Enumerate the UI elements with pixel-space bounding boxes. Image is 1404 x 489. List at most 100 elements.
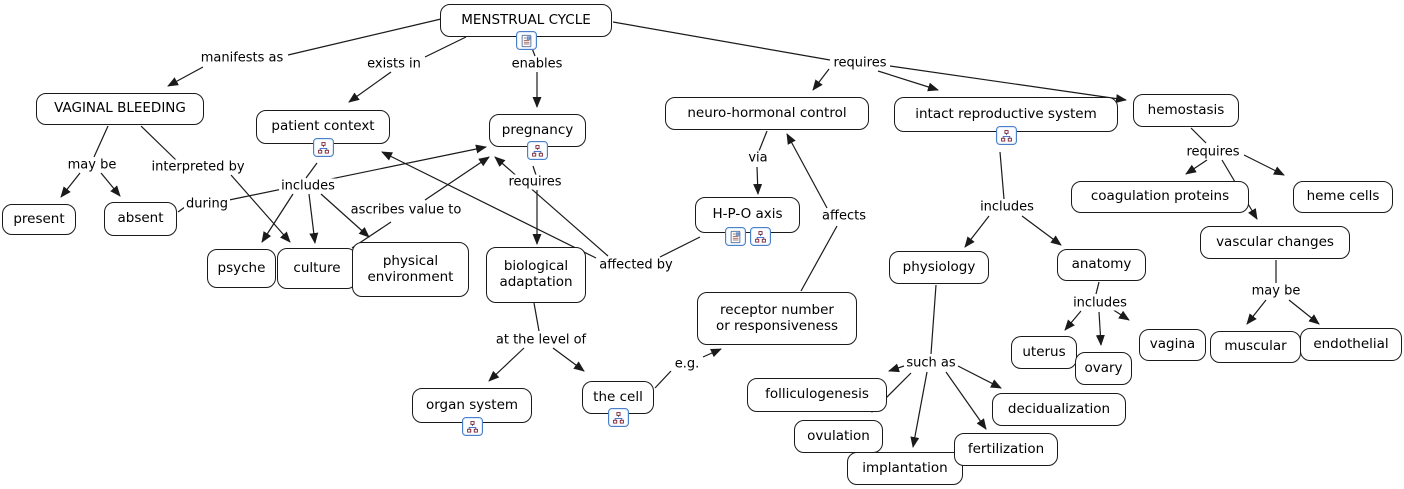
linking-phrase-affects[interactable]: affects bbox=[820, 208, 868, 224]
connector-segment bbox=[957, 365, 1002, 389]
linking-phrase-includes-context[interactable]: includes bbox=[279, 178, 337, 194]
connector-segment bbox=[488, 347, 525, 382]
connector-segment bbox=[812, 68, 830, 91]
linking-phrase-ascribes-value-to[interactable]: ascribes value to bbox=[348, 202, 464, 218]
sub-concept-map-icon[interactable] bbox=[527, 141, 548, 160]
node-implantation[interactable]: implantation bbox=[847, 452, 963, 485]
node-receptor-number-or-responsiveness[interactable]: receptor number or responsiveness bbox=[697, 292, 857, 345]
linking-phrase-such-as[interactable]: such as bbox=[904, 355, 958, 371]
connector-segment bbox=[1111, 308, 1130, 321]
sub-concept-map-icon[interactable] bbox=[461, 417, 483, 436]
node-label: pregnancy bbox=[501, 121, 574, 138]
node-label: vagina bbox=[1149, 336, 1196, 353]
node-hemostasis[interactable]: hemostasis bbox=[1133, 94, 1239, 127]
sub-concept-map-icon[interactable] bbox=[607, 408, 629, 427]
linking-phrase-includes-intact[interactable]: includes bbox=[978, 199, 1036, 215]
connector-segment bbox=[167, 66, 204, 87]
node-physiology[interactable]: physiology bbox=[889, 251, 989, 284]
connector-segment bbox=[230, 174, 291, 243]
connector-segment bbox=[93, 125, 109, 158]
node-pregnancy[interactable]: pregnancy bbox=[489, 114, 586, 147]
linking-phrase-eg[interactable]: e.g. bbox=[672, 356, 702, 372]
sub-concept-map-icon[interactable] bbox=[312, 138, 334, 157]
linking-phrase-requires-top[interactable]: requires bbox=[831, 55, 889, 71]
node-absent[interactable]: absent bbox=[104, 202, 177, 236]
node-heme-cells[interactable]: heme cells bbox=[1293, 181, 1393, 213]
node-muscular[interactable]: muscular bbox=[1210, 331, 1301, 363]
node-decidualization[interactable]: decidualization bbox=[992, 393, 1126, 426]
node-label: absent bbox=[117, 210, 164, 227]
resource-document-icon[interactable] bbox=[515, 31, 537, 50]
node-label: vascular changes bbox=[1216, 233, 1334, 250]
node-hpo-axis[interactable]: H-P-O axis bbox=[695, 197, 800, 233]
node-label: the cell bbox=[593, 388, 643, 405]
node-present[interactable]: present bbox=[2, 204, 76, 235]
connector-segment bbox=[140, 125, 177, 161]
connector-segment bbox=[348, 71, 392, 103]
node-label: decidualization bbox=[1007, 400, 1111, 417]
node-label: coagulation proteins bbox=[1090, 188, 1230, 205]
sub-concept-map-icon[interactable] bbox=[749, 227, 771, 246]
connector-segment bbox=[1190, 127, 1207, 144]
node-label: ovulation bbox=[807, 427, 870, 444]
node-psyche[interactable]: psyche bbox=[207, 249, 276, 288]
node-ovulation[interactable]: ovulation bbox=[794, 420, 883, 453]
node-vagina[interactable]: vagina bbox=[1139, 329, 1206, 361]
node-label: anatomy bbox=[1071, 256, 1132, 273]
node-label: physiology bbox=[902, 258, 976, 275]
node-fertilization[interactable]: fertilization bbox=[954, 433, 1058, 466]
node-label: VAGINAL BLEEDING bbox=[54, 100, 186, 117]
node-label: MENSTRUAL CYCLE bbox=[461, 11, 591, 28]
node-neuro-hormonal-control[interactable]: neuro-hormonal control bbox=[665, 97, 869, 130]
node-menstrual-cycle[interactable]: MENSTRUAL CYCLE bbox=[440, 4, 612, 37]
connector-segment bbox=[552, 347, 585, 372]
connector-segment bbox=[1064, 310, 1082, 331]
linking-phrase-affected-by[interactable]: affected by bbox=[597, 257, 675, 273]
connector-segment bbox=[654, 370, 672, 389]
node-folliculogenesis[interactable]: folliculogenesis bbox=[747, 378, 887, 412]
connector-segment bbox=[930, 284, 937, 355]
linking-phrase-via[interactable]: via bbox=[746, 150, 770, 166]
node-anatomy[interactable]: anatomy bbox=[1057, 249, 1146, 281]
node-vaginal-bleeding[interactable]: VAGINAL BLEEDING bbox=[36, 93, 204, 125]
node-label: culture bbox=[293, 259, 341, 276]
linking-phrase-requires-pregnancy[interactable]: requires bbox=[506, 174, 564, 190]
linking-phrase-includes-anatomy[interactable]: includes bbox=[1071, 295, 1129, 311]
node-label: muscular bbox=[1224, 338, 1287, 355]
node-uterus[interactable]: uterus bbox=[1011, 336, 1077, 369]
linking-phrase-exists-in[interactable]: exists in bbox=[365, 56, 423, 72]
linking-phrase-during[interactable]: during bbox=[184, 196, 230, 212]
node-endothelial[interactable]: endothelial bbox=[1300, 328, 1402, 361]
resource-document-icon[interactable] bbox=[724, 227, 746, 246]
connector-segment bbox=[1095, 281, 1100, 295]
node-culture[interactable]: culture bbox=[277, 248, 357, 289]
connector-segment bbox=[964, 215, 990, 248]
node-label: fertilization bbox=[967, 440, 1045, 457]
connector-segment bbox=[424, 156, 490, 201]
linking-phrase-may-be-vascular[interactable]: may be bbox=[1249, 283, 1303, 299]
connector-segment bbox=[305, 162, 318, 179]
sub-concept-map-icon[interactable] bbox=[995, 126, 1017, 145]
connector-segment bbox=[532, 165, 537, 176]
linking-phrase-at-the-level-of[interactable]: at the level of bbox=[493, 332, 589, 348]
node-biological-adaptation[interactable]: biological adaptation bbox=[486, 247, 586, 303]
linking-phrase-requires-hemostasis[interactable]: requires bbox=[1184, 144, 1242, 160]
connector-segment bbox=[494, 156, 609, 257]
node-physical-environment[interactable]: physical environment bbox=[352, 242, 469, 297]
connector-segment bbox=[659, 236, 701, 258]
connector-segment bbox=[910, 371, 928, 448]
linking-phrase-manifests-as[interactable]: manifests as bbox=[198, 50, 286, 66]
node-ovary[interactable]: ovary bbox=[1075, 352, 1132, 385]
connector-segment bbox=[612, 21, 831, 61]
linking-phrase-may-be-left[interactable]: may be bbox=[65, 157, 119, 173]
node-coagulation-proteins[interactable]: coagulation proteins bbox=[1071, 181, 1249, 213]
connector-segment bbox=[758, 130, 768, 152]
connector-segment bbox=[308, 193, 319, 244]
connector-segment bbox=[702, 348, 722, 358]
node-vascular-changes[interactable]: vascular changes bbox=[1200, 226, 1350, 259]
linking-phrase-interpreted-by[interactable]: interpreted by bbox=[149, 159, 247, 175]
connector-segment bbox=[533, 302, 540, 332]
linking-phrase-enables[interactable]: enables bbox=[509, 56, 565, 72]
node-label: psyche bbox=[217, 259, 266, 276]
